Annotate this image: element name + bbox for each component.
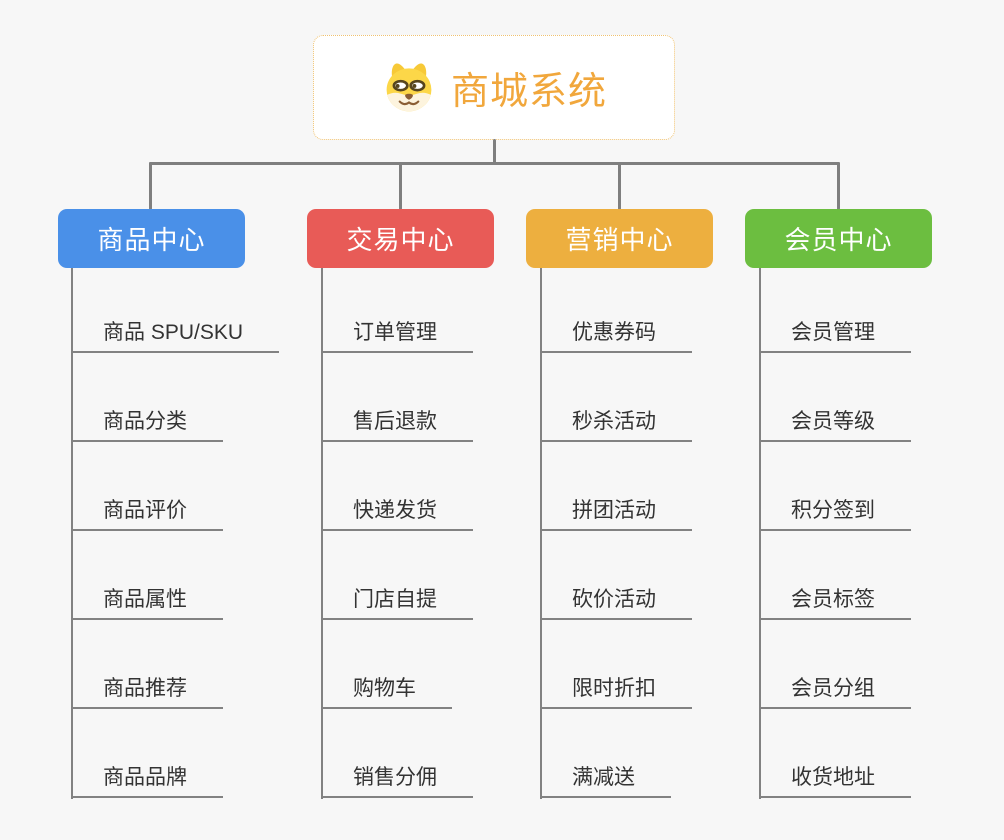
branch-item[interactable]: 快递发货	[321, 442, 473, 531]
branch-item[interactable]: 满减送	[540, 709, 671, 798]
connector-branch-drop	[618, 162, 621, 210]
branch-box-member[interactable]: 会员中心	[745, 209, 932, 268]
root-node[interactable]: 商城系统	[313, 35, 675, 140]
branch-item[interactable]: 会员标签	[759, 531, 911, 620]
connector-branch-vline	[759, 268, 761, 799]
branch-item[interactable]: 商品评价	[71, 442, 223, 531]
branch-item[interactable]: 商品分类	[71, 353, 223, 442]
connector-branch-vline	[71, 268, 73, 799]
branch-item[interactable]: 优惠券码	[540, 264, 692, 353]
branch-item[interactable]: 商品属性	[71, 531, 223, 620]
branch-item[interactable]: 会员管理	[759, 264, 911, 353]
branch-box-marketing[interactable]: 营销中心	[526, 209, 713, 268]
branch-item[interactable]: 商品品牌	[71, 709, 223, 798]
branch-items-marketing: 优惠券码秒杀活动拼团活动砍价活动限时折扣满减送	[540, 264, 692, 798]
branch-item[interactable]: 积分签到	[759, 442, 911, 531]
branch-item[interactable]: 订单管理	[321, 264, 473, 353]
branch-item[interactable]: 限时折扣	[540, 620, 692, 709]
connector-branch-vline	[540, 268, 542, 799]
connector-branch-drop	[837, 162, 840, 210]
branch-item[interactable]: 收货地址	[759, 709, 911, 798]
branch-item[interactable]: 拼团活动	[540, 442, 692, 531]
branch-item[interactable]: 销售分佣	[321, 709, 473, 798]
branch-item[interactable]: 会员等级	[759, 353, 911, 442]
branch-item[interactable]: 砍价活动	[540, 531, 692, 620]
connector-branch-vline	[321, 268, 323, 799]
branch-box-trade[interactable]: 交易中心	[307, 209, 494, 268]
dog-face-icon	[386, 62, 432, 111]
branch-box-product[interactable]: 商品中心	[58, 209, 245, 268]
root-title: 商城系统	[450, 71, 607, 113]
connector-branch-drop	[399, 162, 402, 210]
branch-item[interactable]: 售后退款	[321, 353, 473, 442]
branch-item[interactable]: 商品 SPU/SKU	[71, 264, 280, 353]
branch-items-trade: 订单管理售后退款快递发货门店自提购物车销售分佣	[321, 264, 473, 798]
branch-item[interactable]: 商品推荐	[71, 620, 223, 709]
connector-root-drop	[493, 139, 496, 165]
connector-bus	[149, 162, 840, 165]
branch-item[interactable]: 会员分组	[759, 620, 911, 709]
branch-item[interactable]: 秒杀活动	[540, 353, 692, 442]
connector-branch-drop	[149, 162, 152, 210]
branch-items-member: 会员管理会员等级积分签到会员标签会员分组收货地址	[759, 264, 911, 798]
branch-item[interactable]: 门店自提	[321, 531, 473, 620]
branch-item[interactable]: 购物车	[321, 620, 452, 709]
